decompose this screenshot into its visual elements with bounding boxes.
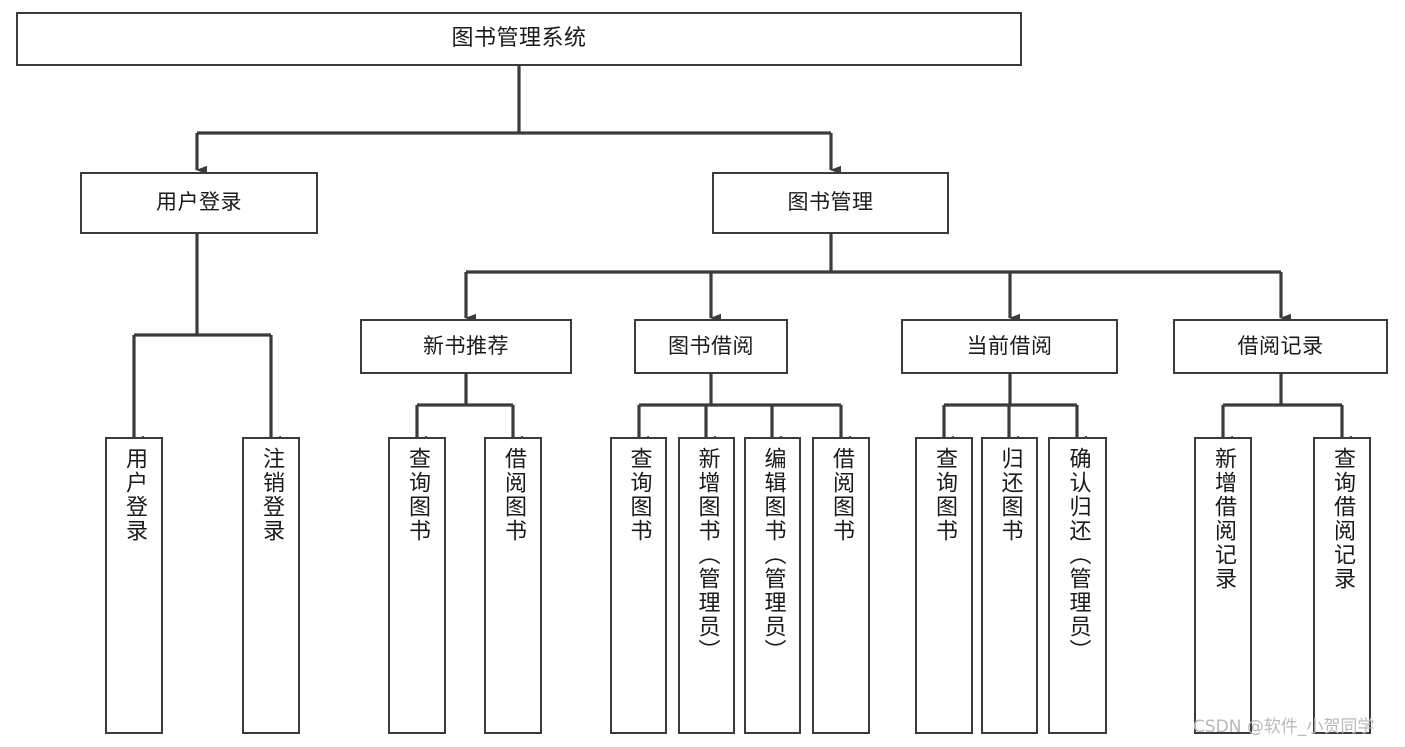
- node-label: 查询图书: [626, 447, 652, 543]
- node-label: 查询图书: [405, 447, 430, 543]
- leaf-current-borrow-query[interactable]: 查询图书: [915, 437, 973, 734]
- leaf-current-borrow-confirm-return[interactable]: 确认归还（管理员）: [1048, 437, 1107, 734]
- node-label: 借阅图书: [501, 447, 526, 543]
- node-label: 借阅记录: [1237, 333, 1324, 358]
- node-label: 查询借阅记录: [1330, 447, 1355, 591]
- node-label: 归还图书: [997, 447, 1023, 543]
- leaf-user-login-logout[interactable]: 注销登录: [242, 437, 300, 734]
- leaf-book-borrow-borrow[interactable]: 借阅图书: [812, 437, 870, 734]
- node-borrow-record[interactable]: 借阅记录: [1173, 319, 1388, 374]
- node-label: 用户登录: [122, 447, 147, 543]
- node-label: 图书借阅: [668, 333, 754, 358]
- node-label: 图书管理系统: [451, 25, 587, 51]
- node-label: 用户登录: [156, 190, 242, 215]
- leaf-borrow-record-add[interactable]: 新增借阅记录: [1194, 437, 1252, 734]
- node-label: 新增借阅记录: [1211, 447, 1236, 591]
- leaf-new-book-borrow[interactable]: 借阅图书: [484, 437, 542, 734]
- leaf-current-borrow-return[interactable]: 归还图书: [981, 437, 1038, 734]
- node-label: 新增图书（管理员）: [694, 447, 720, 663]
- node-book-borrow[interactable]: 图书借阅: [634, 319, 788, 374]
- leaf-book-borrow-edit[interactable]: 编辑图书（管理员）: [744, 437, 801, 734]
- leaf-book-borrow-add[interactable]: 新增图书（管理员）: [678, 437, 735, 734]
- leaf-book-borrow-query[interactable]: 查询图书: [610, 437, 667, 734]
- leaf-new-book-query[interactable]: 查询图书: [388, 437, 446, 734]
- node-user-login[interactable]: 用户登录: [80, 172, 318, 234]
- node-label: 查询图书: [932, 447, 957, 543]
- node-label: 借阅图书: [829, 447, 854, 543]
- node-root-book-management-system[interactable]: 图书管理系统: [16, 12, 1022, 66]
- leaf-borrow-record-query[interactable]: 查询借阅记录: [1313, 437, 1371, 734]
- node-label: 新书推荐: [423, 333, 509, 358]
- node-current-borrow[interactable]: 当前借阅: [901, 319, 1118, 374]
- node-label: 当前借阅: [966, 333, 1053, 358]
- leaf-user-login-login[interactable]: 用户登录: [105, 437, 163, 734]
- node-label: 确认归还（管理员）: [1065, 447, 1091, 663]
- node-label: 图书管理: [787, 190, 874, 215]
- watermark-text: CSDN @软件_小贺同学: [1193, 717, 1375, 737]
- node-label: 编辑图书（管理员）: [760, 447, 786, 663]
- node-label: 注销登录: [259, 447, 284, 543]
- node-book-management[interactable]: 图书管理: [712, 172, 949, 234]
- node-new-book-recommend[interactable]: 新书推荐: [360, 319, 572, 374]
